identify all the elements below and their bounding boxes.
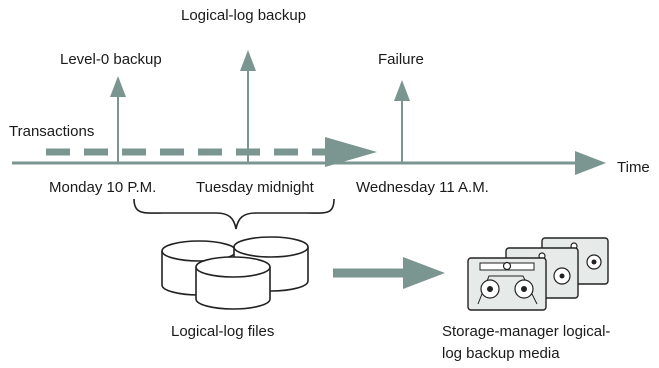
media-label-line2: log backup media [442, 345, 560, 362]
failure-arrow [394, 80, 410, 163]
media-label-line1: Storage-manager logical- [442, 323, 610, 340]
backup-transfer-arrow [333, 257, 445, 289]
time-label: Time [617, 159, 650, 176]
logical-log-files-icon [161, 236, 309, 310]
tape-cartridge-front [467, 257, 547, 311]
time-span-brace [133, 198, 335, 230]
transactions-arrow [46, 137, 377, 167]
monday-label: Monday 10 P.M. [49, 179, 156, 196]
time-axis-arrow [12, 151, 606, 175]
logical-log-files-label: Logical-log files [171, 323, 274, 340]
wednesday-label: Wednesday 11 A.M. [356, 179, 489, 196]
transactions-label: Transactions [9, 123, 94, 140]
failure-label: Failure [378, 51, 424, 68]
logical-log-backup-label: Logical-log backup [181, 7, 306, 24]
level0-backup-arrow [110, 76, 126, 163]
logical-log-backup-arrow [240, 50, 256, 163]
level0-backup-label: Level-0 backup [60, 51, 162, 68]
tuesday-label: Tuesday midnight [196, 179, 315, 196]
disk-cylinder-front [195, 256, 271, 310]
